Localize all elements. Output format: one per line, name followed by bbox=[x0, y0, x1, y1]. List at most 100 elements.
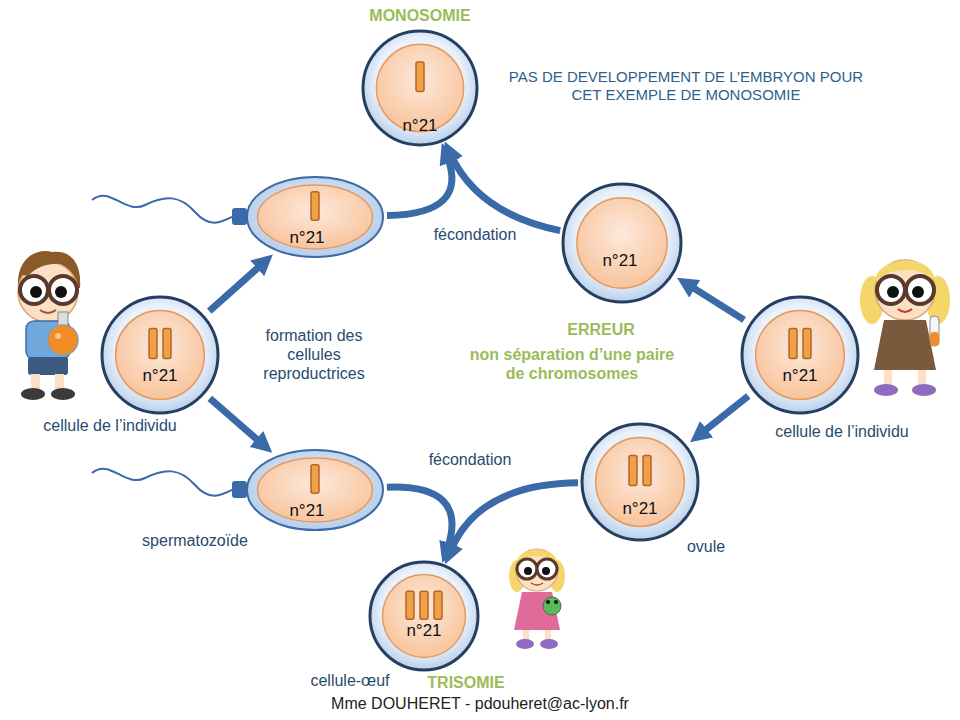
cell-circle bbox=[368, 560, 480, 672]
child-cartoon bbox=[509, 549, 565, 649]
division-arrow bbox=[701, 396, 748, 434]
cell-membrane bbox=[102, 297, 218, 413]
boy-cartoon-part bbox=[51, 388, 75, 400]
chromosome-label: n°21 bbox=[580, 251, 660, 271]
child-cartoon-part bbox=[516, 549, 558, 591]
boy-cartoon bbox=[18, 251, 80, 400]
boy-cartoon-part bbox=[20, 276, 48, 304]
boy-cartoon-part bbox=[22, 260, 76, 276]
chromosome bbox=[311, 192, 319, 221]
child-cartoon-part bbox=[516, 639, 534, 649]
sperm-tail-part bbox=[92, 196, 234, 223]
chromosome bbox=[311, 465, 319, 494]
error-text: non séparation d’une paire de chromosome… bbox=[460, 345, 685, 383]
chromosome-label: n°21 bbox=[380, 116, 460, 136]
child-cartoon-part bbox=[540, 639, 558, 649]
cell-membrane bbox=[247, 177, 383, 257]
cell-node: n°21cellule de l’individu bbox=[100, 295, 220, 415]
edge-label: fécondation bbox=[410, 225, 540, 244]
cell-nucleus bbox=[116, 311, 205, 400]
sperm-tail-part bbox=[232, 481, 247, 498]
edge-label: fécondation bbox=[405, 450, 535, 469]
chromosome-label: n°21 bbox=[267, 501, 347, 521]
boy-cartoon-part bbox=[21, 388, 45, 400]
girl-cartoon-part bbox=[906, 276, 934, 304]
division-arrow bbox=[210, 398, 262, 443]
cell-nucleus bbox=[596, 438, 685, 527]
cell-circle bbox=[740, 295, 860, 415]
fertilization-arrow bbox=[451, 154, 561, 230]
girl-cartoon-part bbox=[874, 320, 936, 370]
chromosome bbox=[789, 329, 797, 359]
cell-membrane bbox=[370, 562, 478, 670]
child-cartoon-part bbox=[537, 559, 557, 579]
child-cartoon-part bbox=[517, 559, 537, 579]
note-text: PAS DE DEVELOPPEMENT DE L’EMBRYON POUR C… bbox=[501, 68, 871, 104]
child-cartoon-part bbox=[542, 567, 550, 575]
girl-cartoon-part bbox=[930, 316, 939, 346]
cell-node: MONOSOMIEn°21 bbox=[361, 29, 479, 147]
sperm-tail-part bbox=[232, 208, 247, 225]
cell-membrane bbox=[582, 424, 698, 540]
credit-caption: Mme DOUHERET - pdouheret@ac-lyon.fr bbox=[220, 694, 740, 713]
chromosome bbox=[643, 456, 651, 486]
girl-cartoon-part bbox=[877, 276, 905, 304]
cell-circle bbox=[561, 182, 683, 304]
child-cartoon-part bbox=[543, 597, 561, 615]
child-cartoon-part bbox=[546, 600, 550, 604]
result-title: MONOSOMIE bbox=[335, 6, 505, 25]
cell-membrane bbox=[563, 184, 681, 302]
cell-caption: cellule de l’individu bbox=[732, 422, 952, 441]
chromosome-label: n°21 bbox=[120, 366, 200, 386]
boy-cartoon-part bbox=[40, 310, 56, 313]
chromosome bbox=[416, 62, 424, 92]
boy-cartoon-part bbox=[49, 276, 77, 304]
chromosome bbox=[406, 591, 414, 619]
cell-node: n°21ovule bbox=[580, 422, 700, 542]
boy-cartoon-part bbox=[28, 357, 68, 375]
boy-cartoon-part bbox=[55, 286, 67, 298]
division-arrow bbox=[689, 285, 744, 320]
cell-caption: cellule de l’individu bbox=[0, 416, 220, 435]
cell-nucleus bbox=[383, 575, 466, 658]
result-title: TRISOMIE bbox=[411, 673, 521, 692]
cell-circle bbox=[580, 422, 700, 542]
cell-nucleus bbox=[258, 458, 373, 522]
boy-cartoon-part bbox=[48, 287, 49, 291]
girl-cartoon-part bbox=[887, 286, 899, 298]
girl-cartoon bbox=[860, 260, 950, 396]
cell-caption: ovule bbox=[661, 537, 751, 556]
girl-cartoon-part bbox=[875, 260, 935, 320]
child-cartoon-part bbox=[514, 592, 560, 630]
cell-nucleus bbox=[756, 311, 845, 400]
cell-circle bbox=[100, 295, 220, 415]
child-cartoon-part bbox=[531, 583, 543, 585]
process-label: formation des cellules reproductrices bbox=[249, 326, 379, 384]
child-cartoon-part bbox=[554, 600, 558, 604]
fertilization-arrow bbox=[451, 483, 579, 551]
error-title: ERREUR bbox=[541, 320, 661, 339]
chromosome-label: n°21 bbox=[760, 366, 840, 386]
chromosome bbox=[420, 591, 428, 619]
girl-cartoon-part bbox=[930, 332, 939, 346]
sperm-tail-part bbox=[92, 469, 234, 496]
girl-cartoon-part bbox=[912, 384, 936, 396]
cell-membrane bbox=[742, 297, 858, 413]
division-arrow bbox=[209, 264, 262, 311]
cell-node: n°21cellule de l’individu bbox=[740, 295, 860, 415]
chromosome bbox=[434, 591, 442, 619]
chromosome-label: n°21 bbox=[267, 228, 347, 248]
chromosome bbox=[149, 329, 157, 359]
cell-membrane bbox=[247, 450, 383, 530]
cell-membrane bbox=[363, 31, 477, 145]
boy-cartoon-part bbox=[30, 286, 42, 298]
boy-cartoon-part bbox=[55, 333, 61, 339]
chromosome-label: n°21 bbox=[600, 499, 680, 519]
chromosome bbox=[629, 456, 637, 486]
cell-node: n°21 bbox=[561, 182, 683, 304]
sperm-cell: n°21 bbox=[245, 175, 385, 259]
sperm-tail bbox=[92, 469, 247, 498]
fertilization-arrow bbox=[387, 487, 452, 550]
cell-caption: cellule-œuf bbox=[290, 671, 410, 690]
